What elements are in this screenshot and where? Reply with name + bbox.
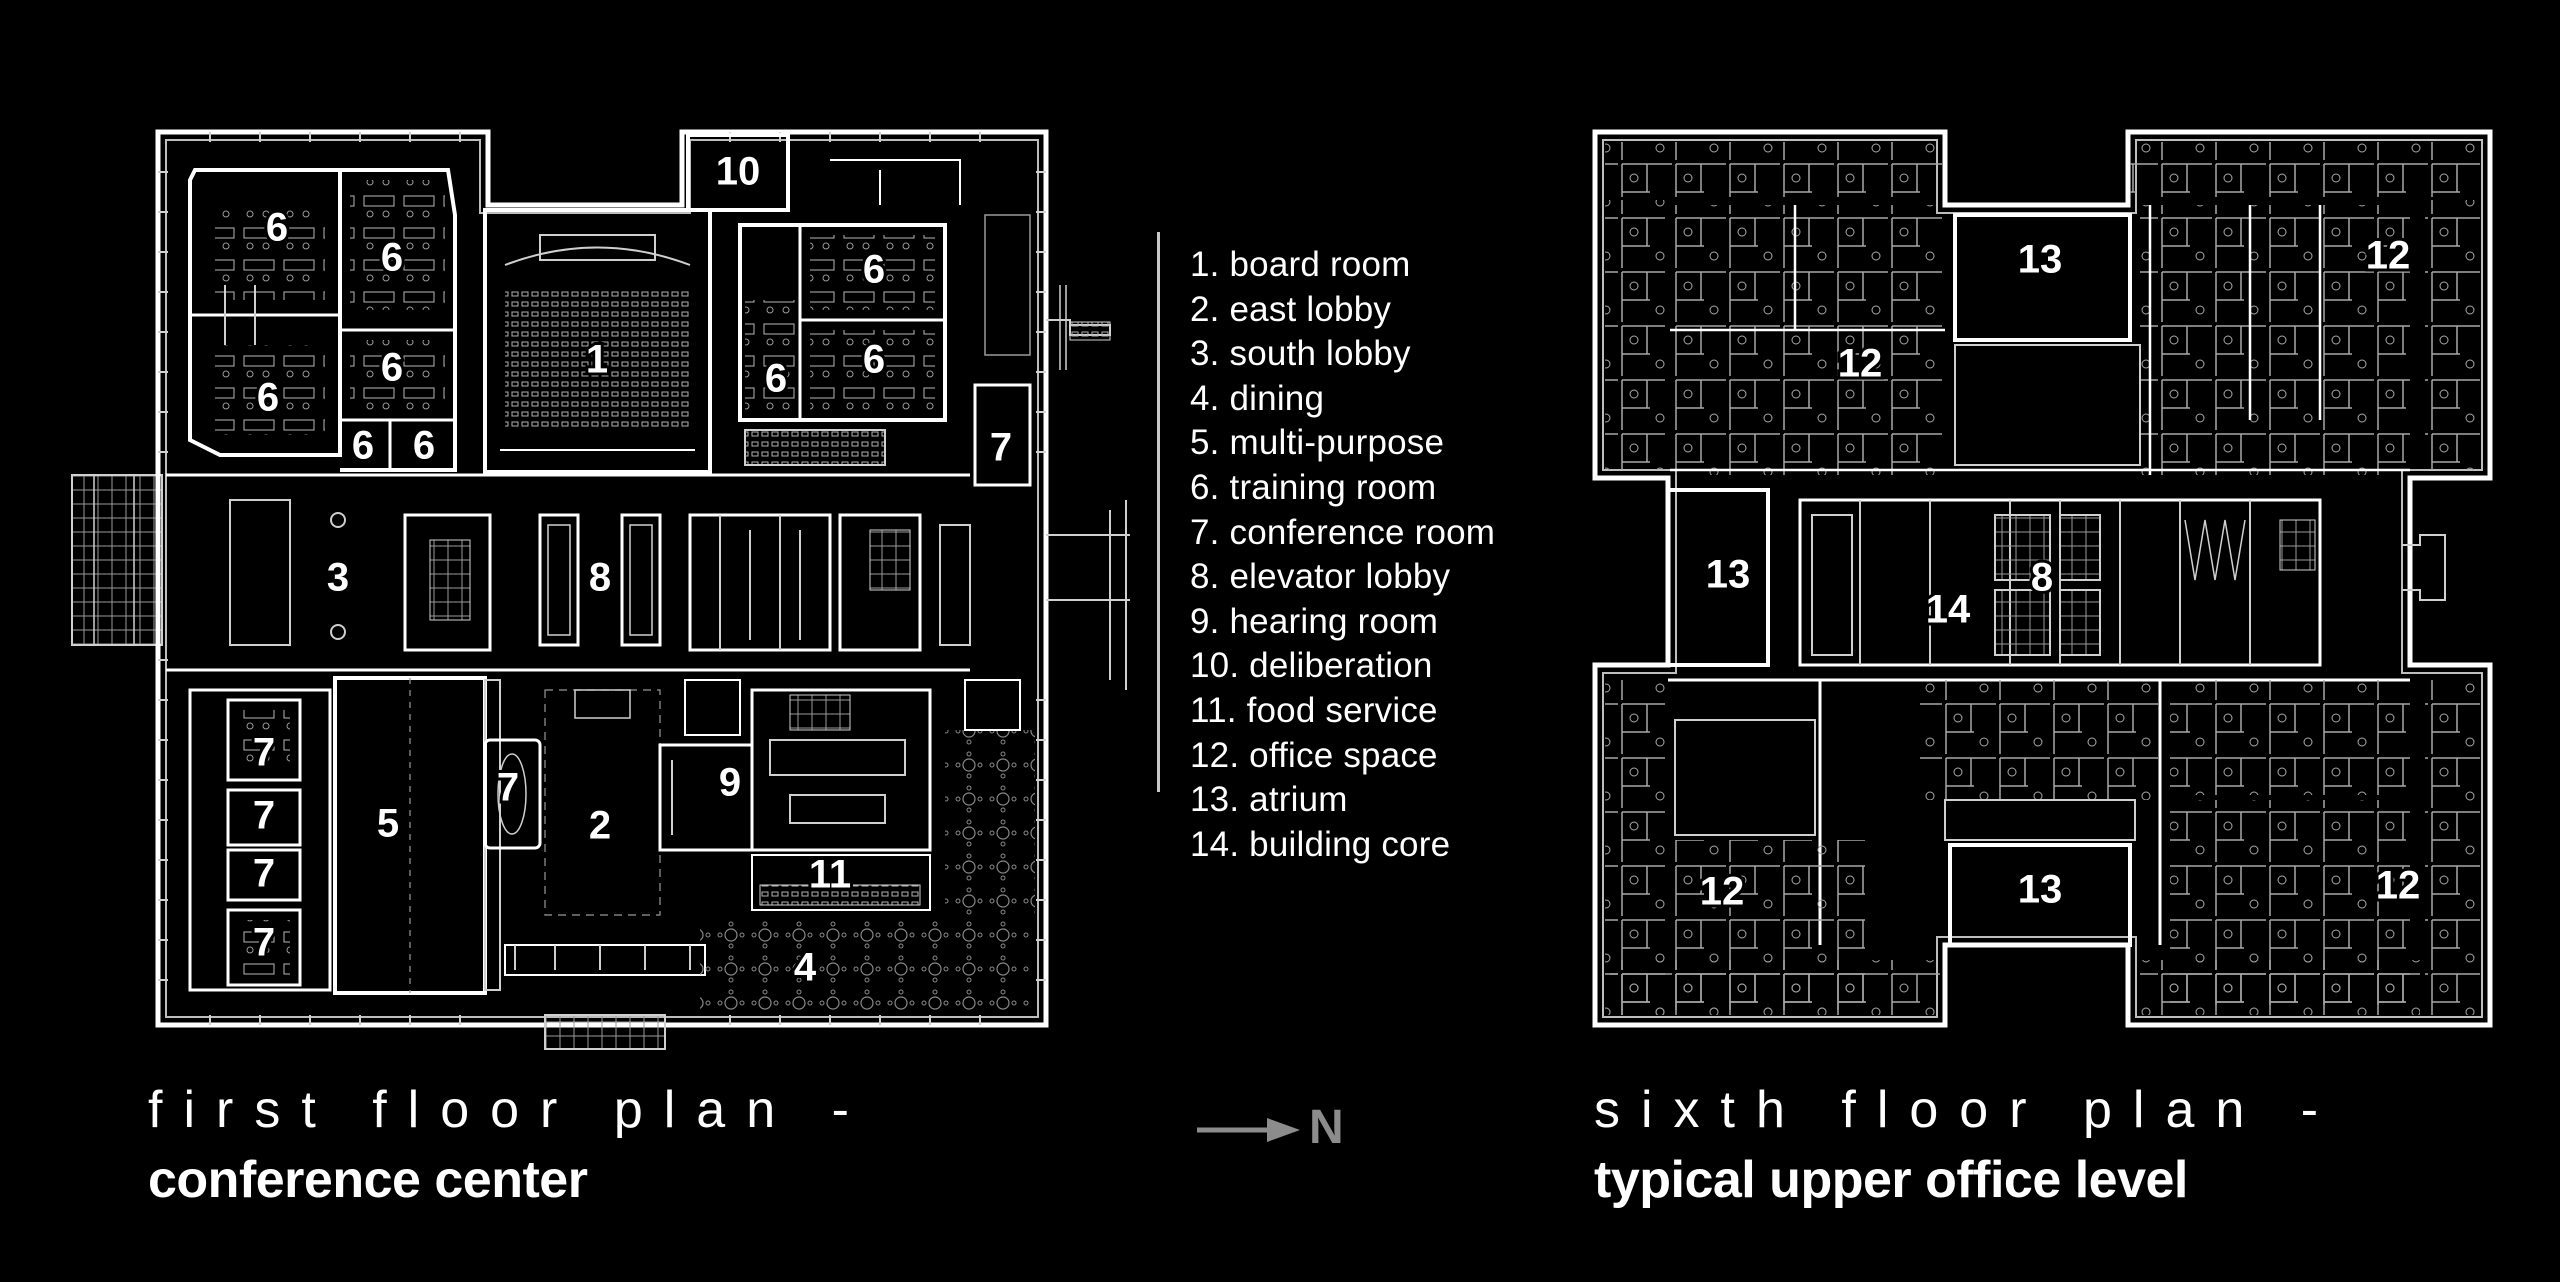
legend-item: 7. conference room — [1190, 512, 1496, 552]
first-floor-room-number: 5 — [377, 802, 399, 846]
first-floor-room-number: 6 — [413, 424, 435, 468]
legend-item: 10. deliberation — [1190, 646, 1433, 686]
sixth-floor-room-number: 12 — [2376, 864, 2421, 908]
first-floor-room-number: 9 — [719, 761, 741, 805]
legend-item: 12. office space — [1190, 735, 1438, 775]
legend-item: 8. elevator lobby — [1190, 557, 1451, 597]
first-floor-subtitle: conference center — [148, 1151, 588, 1209]
sixth-floor-room-number: 12 — [2366, 234, 2411, 278]
first-floor-room-number: 1 — [586, 338, 608, 382]
first-floor-room-number: 7 — [990, 426, 1012, 470]
legend-item: 11. food service — [1190, 690, 1438, 730]
first-floor-title: first floor plan - — [148, 1081, 870, 1139]
legend-item: 3. south lobby — [1190, 334, 1411, 374]
first-floor-room-number: 11 — [809, 853, 851, 897]
legend-item: 2. east lobby — [1190, 289, 1392, 329]
north-label: N — [1309, 1101, 1344, 1154]
sixth-floor-room-number: 13 — [2018, 238, 2063, 282]
first-floor-room-number: 7 — [253, 852, 275, 896]
room-legend: 1. board room 2. east lobby 3. south lobby… — [1190, 243, 1495, 867]
sixth-floor-room-number: 12 — [1700, 870, 1745, 914]
first-floor-room-number: 10 — [716, 150, 761, 194]
sixth-floor-title: sixth floor plan - — [1594, 1081, 2340, 1139]
legend-item: 1. board room — [1190, 245, 1411, 284]
sixth-floor-room-number: 13 — [2018, 868, 2063, 912]
legend-item: 13. atrium — [1190, 780, 1348, 820]
first-floor-room-number: 7 — [253, 794, 275, 838]
sixth-floor-room-number: 12 — [1838, 342, 1883, 386]
sixth-floor-plan — [1592, 129, 2493, 1028]
first-floor-room-number: 6 — [381, 236, 403, 280]
legend-item: 9. hearing room — [1190, 601, 1439, 641]
first-floor-room-number: 2 — [589, 804, 611, 848]
first-floor-room-number: 4 — [794, 946, 817, 990]
first-floor-room-number: 8 — [589, 556, 611, 600]
sixth-floor-room-number: 8 — [2031, 556, 2053, 600]
first-floor-plan — [71, 129, 1130, 1050]
first-floor-room-number: 6 — [352, 424, 374, 468]
first-floor-room-number: 6 — [257, 376, 279, 420]
legend-divider — [1157, 232, 1160, 792]
sixth-floor-subtitle: typical upper office level — [1594, 1151, 2188, 1209]
first-floor-room-number: 6 — [863, 248, 885, 292]
first-floor-room-number: 7 — [253, 921, 275, 965]
first-floor-room-number: 6 — [381, 346, 403, 390]
legend-item: 5. multi-purpose — [1190, 423, 1445, 463]
first-floor-room-number: 7 — [253, 731, 275, 775]
sixth-floor-room-number: 13 — [1706, 553, 1751, 597]
first-floor-room-number: 6 — [765, 357, 787, 401]
first-floor-room-number: 6 — [863, 338, 885, 382]
first-floor-room-number: 3 — [327, 556, 349, 600]
legend-item: 6. training room — [1190, 467, 1437, 507]
first-floor-room-number: 6 — [266, 206, 288, 250]
sixth-floor-room-number: 14 — [1926, 588, 1971, 632]
legend-item: 14. building core — [1190, 824, 1451, 864]
legend-item: 4. dining — [1190, 378, 1325, 418]
first-floor-room-number: 7 — [497, 766, 519, 810]
north-arrow-icon — [1197, 1118, 1300, 1142]
